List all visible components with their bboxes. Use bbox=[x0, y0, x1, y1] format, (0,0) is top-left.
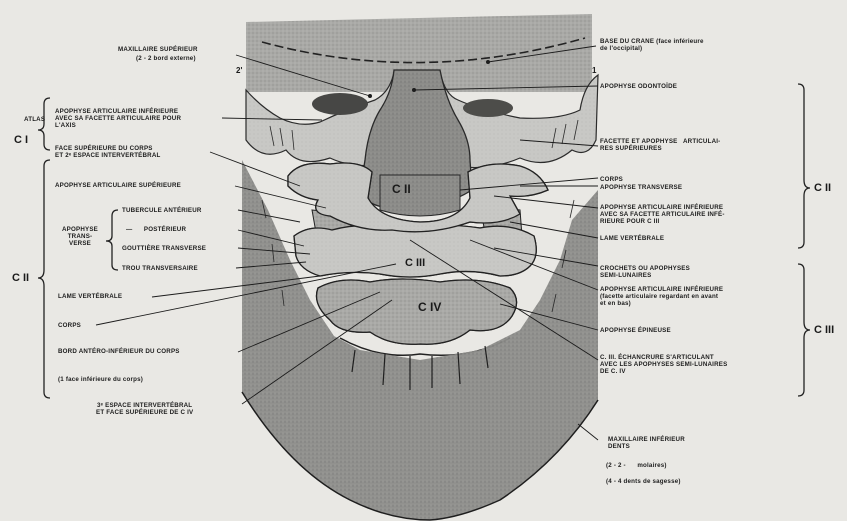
label-c2-right: C II bbox=[814, 182, 831, 194]
label-face-inf: (1 face inférieure du corps) bbox=[58, 376, 143, 383]
label-posterieur: — POSTÉRIEUR bbox=[126, 226, 186, 233]
label-lame-vert-right: LAME VERTÉBRALE bbox=[600, 235, 664, 242]
label-facette: FACETTE ET APOPHYSE ARTICULAI- RES SUPÉR… bbox=[600, 138, 720, 152]
label-maxillaire-sup: MAXILLAIRE SUPÉRIEUR bbox=[118, 46, 198, 53]
label-corps-left: CORPS bbox=[58, 322, 81, 329]
label-c3-right: C III bbox=[814, 324, 834, 336]
label-maxillaire-inf-sub1: (2 - 2 - molaires) bbox=[606, 462, 667, 469]
atlas-left-facet bbox=[312, 93, 368, 115]
vertebra-c2-label: C II bbox=[392, 182, 411, 196]
label-maxillaire-sup-sub: (2 - 2 bord externe) bbox=[136, 55, 196, 62]
atlas-right-facet bbox=[463, 99, 513, 117]
label-gouttiere: GOUTTIÈRE TRANSVERSE bbox=[122, 245, 206, 252]
label-c1: C I bbox=[14, 134, 28, 146]
label-bord-antero: BORD ANTÉRO-INFÉRIEUR DU CORPS bbox=[58, 348, 180, 355]
label-face-sup-corps: FACE SUPÉRIEURE DU CORPS ET 2ᵉ ESPACE IN… bbox=[55, 145, 160, 159]
vertebra-c4-label: C IV bbox=[418, 300, 441, 314]
label-lame-vert-left: LAME VERTÉBRALE bbox=[58, 293, 122, 300]
label-apophyse-art-inf: APOPHYSE ARTICULAIRE INFÉRIEURE AVEC SA … bbox=[55, 108, 181, 129]
label-crochets: CROCHETS OU APOPHYSES SEMI-LUNAIRES bbox=[600, 265, 690, 279]
label-c2-left: C II bbox=[12, 272, 29, 284]
label-atlas: ATLAS bbox=[24, 116, 45, 123]
label-maxillaire-inf: MAXILLAIRE INFÉRIEUR DENTS bbox=[608, 436, 685, 450]
label-apophyse-art-inf2: APOPHYSE ARTICULAIRE INFÉRIEURE (facette… bbox=[600, 286, 723, 307]
vertebra-c3-label: C III bbox=[405, 257, 425, 269]
mark-1-label: 1 bbox=[592, 66, 596, 75]
label-maxillaire-inf-sub2: (4 - 4 dents de sagesse) bbox=[606, 478, 681, 485]
label-echancrure: C. III. ÉCHANCRURE S'ARTICULANT AVEC LES… bbox=[600, 354, 727, 375]
label-espace-3: 3ᵉ ESPACE INTERVERTÉBRAL ET FACE SUPÉRIE… bbox=[96, 402, 193, 416]
label-base-crane: BASE DU CRANE (face inférieure de l'occi… bbox=[600, 38, 704, 52]
label-apophyse-transverse-right: APOPHYSE TRANSVERSE bbox=[600, 184, 682, 191]
right-brackets bbox=[798, 84, 810, 396]
label-trou: TROU TRANSVERSAIRE bbox=[122, 265, 198, 272]
label-tubercule-anterieur: TUBERCULE ANTÉRIEUR bbox=[122, 207, 202, 214]
label-apophyse-art-sup: APOPHYSE ARTICULAIRE SUPÉRIEURE bbox=[55, 182, 181, 189]
label-corps-right: CORPS bbox=[600, 176, 623, 183]
label-apophyse-odontoide: APOPHYSE ODONTOÏDE bbox=[600, 83, 677, 90]
label-apophyse-epineuse: APOPHYSE ÉPINEUSE bbox=[600, 327, 671, 334]
label-apophyse-transverse-left: APOPHYSE TRANS- VERSE bbox=[62, 226, 98, 247]
mark-2-label: 2' bbox=[236, 66, 242, 75]
label-apophyse-art-inf-right: APOPHYSE ARTICULAIRE INFÉRIEURE AVEC SA … bbox=[600, 204, 725, 225]
